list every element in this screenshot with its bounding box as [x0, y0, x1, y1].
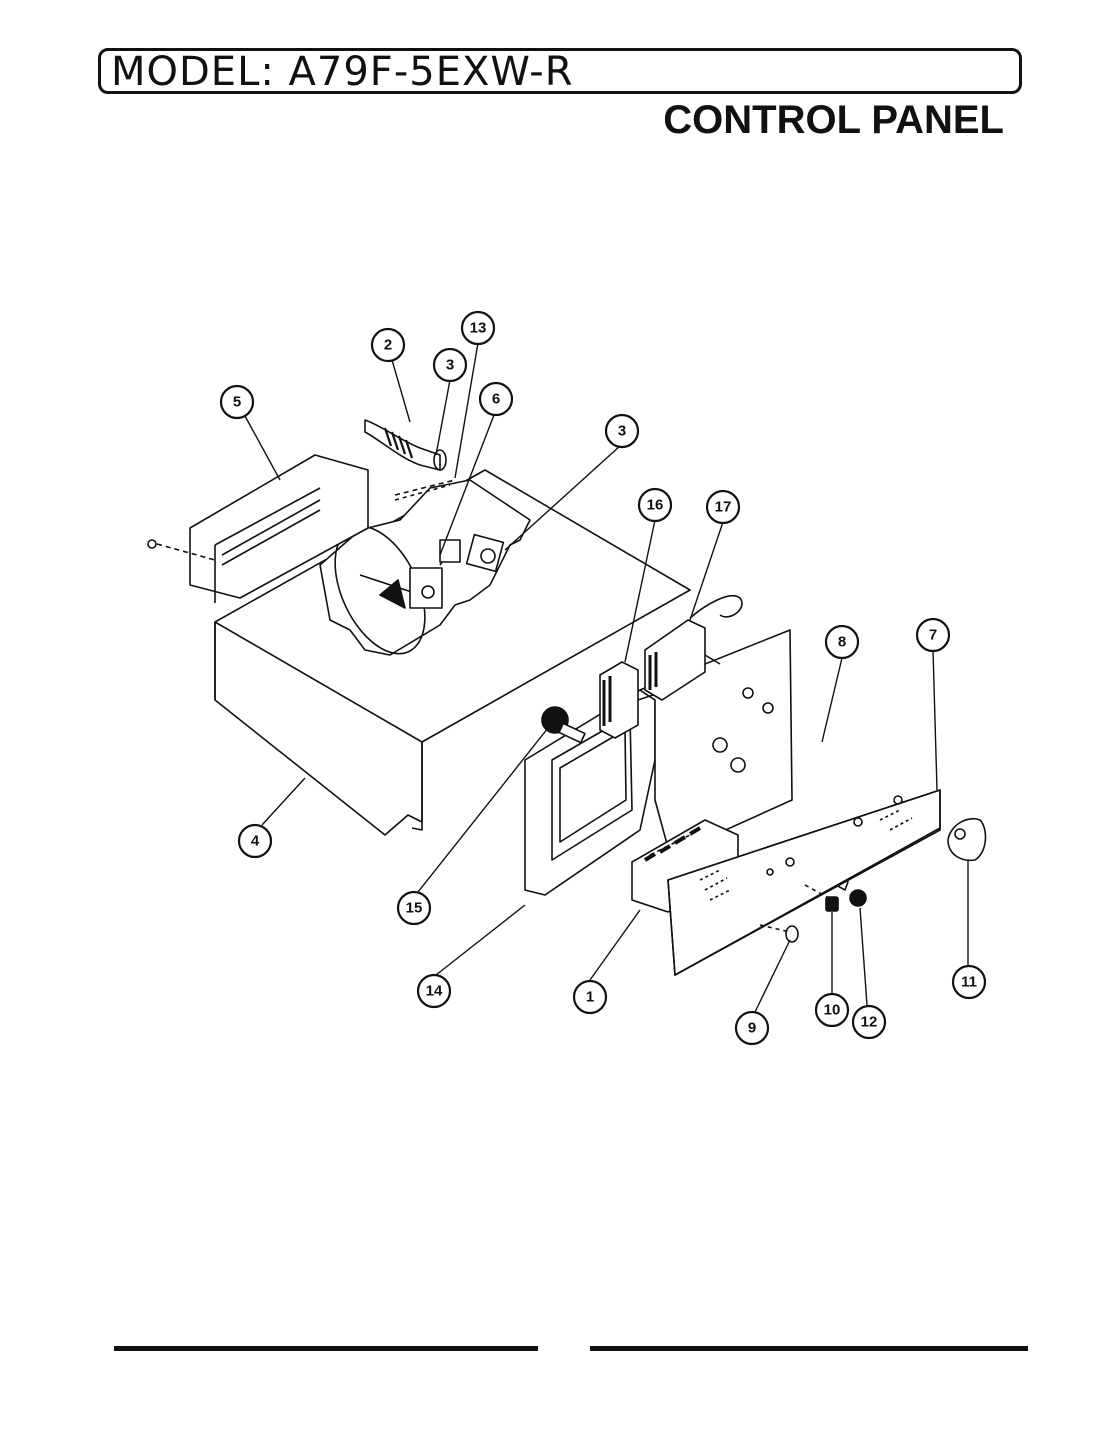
- svg-text:5: 5: [233, 394, 241, 411]
- mounting-bracket: [189, 454, 369, 603]
- callout-1: 1: [572, 979, 608, 1015]
- push-button: [849, 889, 867, 907]
- callout-8: 8: [824, 624, 860, 660]
- callout-9: 9: [734, 1010, 770, 1046]
- callout-4: 4: [237, 823, 273, 859]
- footer-rule-right: [590, 1346, 1028, 1351]
- svg-text:2: 2: [384, 337, 392, 354]
- svg-text:11: 11: [961, 974, 977, 991]
- model-label: MODEL: A79F-5EXW-R: [111, 49, 574, 95]
- side-frame-panel: [524, 689, 656, 896]
- callout-7: 7: [915, 617, 951, 653]
- svg-text:4: 4: [251, 833, 260, 850]
- svg-text:10: 10: [824, 1002, 841, 1019]
- callout-3-upper: 3: [432, 347, 468, 383]
- svg-text:17: 17: [715, 499, 732, 516]
- lamp-lens: [785, 925, 799, 943]
- model-header-box: MODEL: A79F-5EXW-R: [98, 48, 1022, 95]
- callout-14: 14: [416, 973, 452, 1009]
- callout-5: 5: [219, 384, 255, 420]
- shaft-coupling-assembly: [364, 419, 447, 471]
- callout-11: 11: [951, 964, 987, 1000]
- thermostat-control: [644, 595, 743, 701]
- svg-text:14: 14: [426, 983, 443, 1000]
- callout-13: 13: [460, 310, 496, 346]
- callout-17: 17: [705, 489, 741, 525]
- section-title: CONTROL PANEL: [663, 98, 1004, 142]
- svg-text:1: 1: [586, 989, 594, 1006]
- svg-text:12: 12: [861, 1014, 878, 1031]
- svg-text:3: 3: [618, 423, 626, 440]
- svg-text:15: 15: [406, 900, 423, 917]
- callout-2: 2: [370, 327, 406, 363]
- front-control-panel: [667, 789, 941, 976]
- footer-rule-left: [114, 1346, 538, 1351]
- svg-text:13: 13: [470, 320, 487, 337]
- callout-16: 16: [637, 487, 673, 523]
- callout-6: 6: [478, 381, 514, 417]
- control-knob: [947, 818, 987, 862]
- svg-text:3: 3: [446, 357, 454, 374]
- callout-3-right: 3: [604, 413, 640, 449]
- svg-text:7: 7: [929, 627, 937, 644]
- svg-text:8: 8: [838, 634, 846, 651]
- svg-text:16: 16: [647, 497, 664, 514]
- svg-text:9: 9: [748, 1020, 756, 1037]
- callout-15: 15: [396, 890, 432, 926]
- rotary-switch-part: [541, 706, 586, 744]
- blower-cutaway: [319, 479, 531, 656]
- callout-12: 12: [851, 1004, 887, 1040]
- indicator-lamp: [825, 896, 839, 912]
- callout-10: 10: [814, 992, 850, 1028]
- leader-lines: [244, 342, 969, 1013]
- svg-text:6: 6: [492, 391, 500, 408]
